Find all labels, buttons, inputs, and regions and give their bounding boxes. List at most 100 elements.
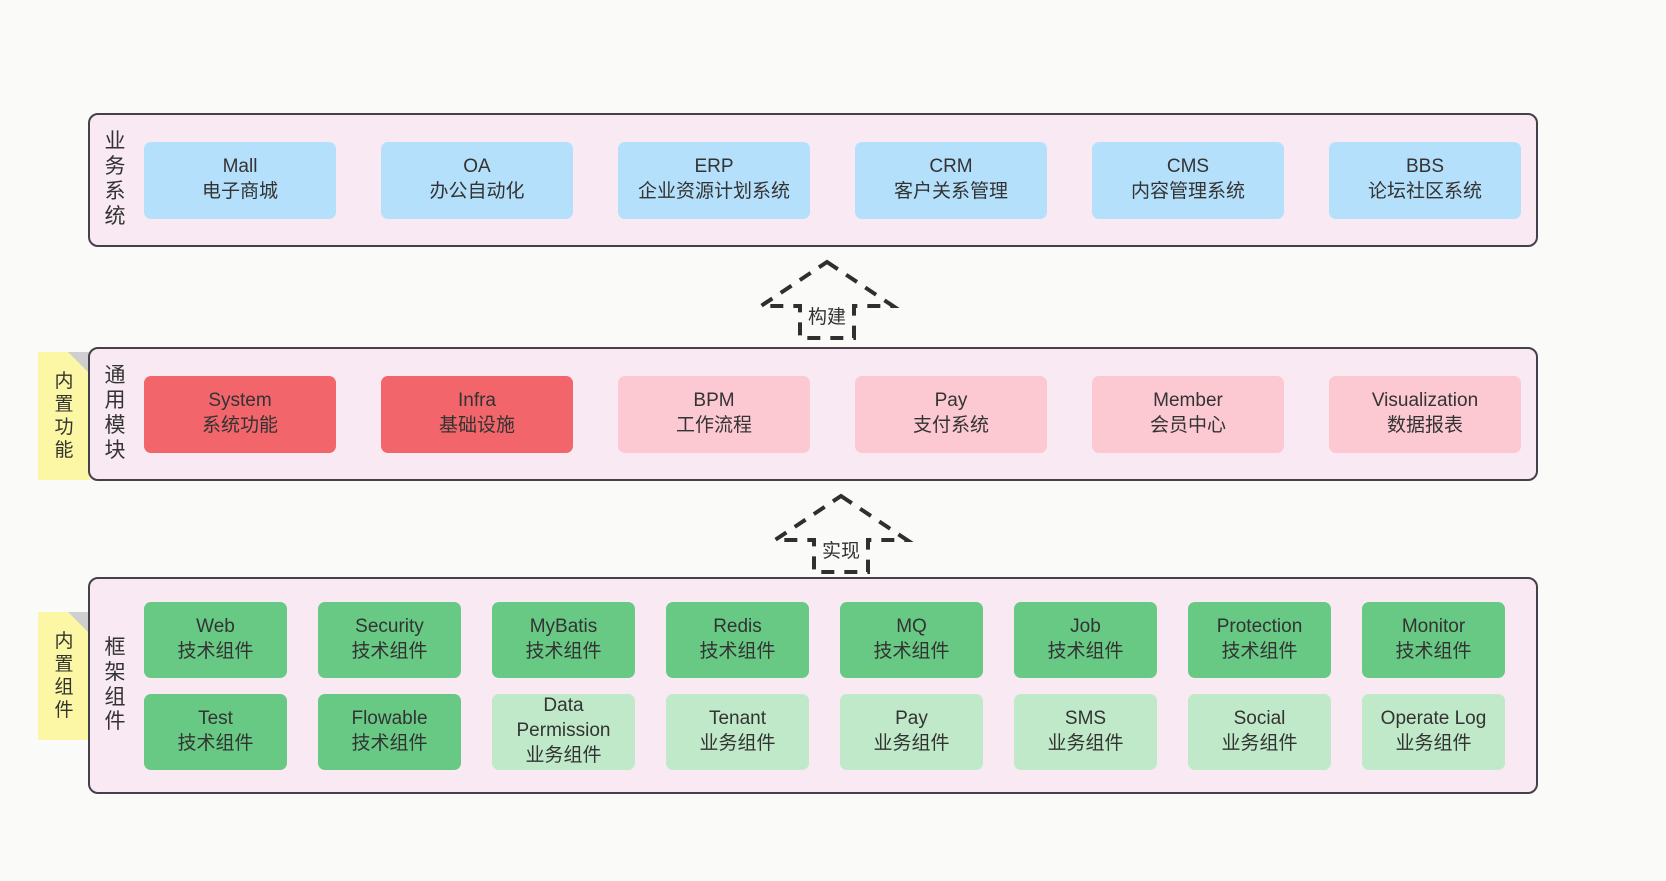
card-title: Monitor: [1401, 615, 1466, 637]
section-label-common-modules: 通用模块: [90, 349, 140, 479]
card-title: MQ: [896, 615, 927, 637]
card-protection[interactable]: Protection 技术组件: [1188, 601, 1331, 678]
label-glyph: 用: [104, 389, 126, 413]
note-glyph: 能: [54, 440, 74, 462]
card-title: OA: [463, 156, 491, 178]
note-glyph: 功: [54, 417, 74, 438]
label-glyph: 务: [104, 155, 126, 179]
card-subtitle: 内容管理系统: [1130, 181, 1245, 202]
card-subtitle: 支付系统: [912, 415, 989, 436]
card-title: CMS: [1166, 156, 1210, 178]
note-glyph: 内: [54, 630, 74, 652]
card-subtitle: 数据报表: [1386, 415, 1463, 436]
card-title: System: [208, 390, 272, 412]
card-social[interactable]: Social 业务组件: [1188, 693, 1331, 770]
card-title: Mall: [222, 156, 258, 178]
card-subtitle: 电子商城: [201, 181, 278, 202]
card-cms[interactable]: CMS 内容管理系统: [1092, 141, 1284, 219]
card-title: MyBatis: [529, 615, 598, 637]
label-glyph: 通: [104, 364, 126, 388]
card-title: Member: [1153, 390, 1223, 412]
note-glyph: 组: [54, 677, 74, 698]
card-subtitle: 技术组件: [177, 732, 254, 754]
card-operate-log[interactable]: Operate Log 业务组件: [1362, 693, 1505, 770]
label-glyph: 统: [104, 204, 126, 228]
card-subtitle: 业务组件: [1047, 732, 1124, 754]
card-web[interactable]: Web 技术组件: [144, 601, 287, 678]
connector-build: 构建: [754, 258, 900, 342]
card-subtitle: 技术组件: [1221, 640, 1298, 662]
card-subtitle: 会员中心: [1149, 415, 1226, 436]
card-title: Web: [196, 615, 235, 637]
card-title: CRM: [929, 156, 973, 178]
sticky-note-builtin-components: 内置组件: [38, 612, 90, 740]
card-title: Social: [1233, 707, 1286, 729]
card-monitor[interactable]: Monitor 技术组件: [1362, 601, 1505, 678]
card-subtitle: 业务组件: [525, 744, 602, 766]
note-glyph: 件: [54, 700, 74, 722]
card-title: Redis: [713, 615, 762, 637]
card-title: Protection: [1216, 615, 1303, 637]
card-subtitle: 业务组件: [873, 732, 950, 754]
sticky-fold-corner-icon: [68, 352, 90, 374]
card-subtitle: 业务组件: [1395, 732, 1472, 754]
card-visualization[interactable]: Visualization 数据报表: [1329, 375, 1521, 453]
label-glyph: 架: [104, 660, 126, 684]
card-title: Flowable: [351, 707, 428, 729]
card-subtitle: 技术组件: [177, 640, 254, 662]
card-title: Infra: [457, 390, 497, 412]
card-subtitle: 客户关系管理: [893, 181, 1008, 202]
card-title: BPM: [693, 390, 735, 412]
card-title: Visualization: [1371, 390, 1479, 412]
card-title: Test: [198, 707, 233, 729]
card-subtitle: 技术组件: [351, 640, 428, 662]
card-subtitle: 系统功能: [201, 415, 278, 436]
note-glyph: 内: [54, 370, 74, 392]
sticky-note-builtin-features: 内置功能: [38, 352, 90, 480]
card-pay[interactable]: Pay 业务组件: [840, 693, 983, 770]
card-subtitle: 技术组件: [1395, 640, 1472, 662]
card-test[interactable]: Test 技术组件: [144, 693, 287, 770]
card-title: Job: [1070, 615, 1101, 637]
card-title: Data Permission: [516, 695, 611, 742]
section-label-business-systems: 业务系统: [90, 115, 140, 245]
note-glyph: 置: [54, 653, 74, 675]
card-subtitle: 业务组件: [1221, 732, 1298, 754]
sticky-fold-corner-icon: [68, 612, 90, 634]
card-title: BBS: [1405, 156, 1445, 178]
card-system[interactable]: System 系统功能: [144, 375, 336, 453]
card-subtitle: 技术组件: [873, 640, 950, 662]
card-title: Operate Log: [1380, 707, 1487, 729]
section-label-framework-components: 框架组件: [90, 579, 140, 792]
note-glyph: 置: [54, 393, 74, 415]
label-glyph: 组: [104, 685, 126, 709]
card-mall[interactable]: Mall 电子商城: [144, 141, 336, 219]
card-member[interactable]: Member 会员中心: [1092, 375, 1284, 453]
label-glyph: 模: [104, 414, 126, 437]
card-crm[interactable]: CRM 客户关系管理: [855, 141, 1047, 219]
card-title: Pay: [895, 707, 928, 729]
sticky-note-builtin-components-text: 内置组件: [54, 630, 73, 723]
connector-implement: 实现: [768, 492, 914, 576]
label-glyph: 系: [104, 180, 126, 203]
card-mq[interactable]: MQ 技术组件: [840, 601, 983, 678]
